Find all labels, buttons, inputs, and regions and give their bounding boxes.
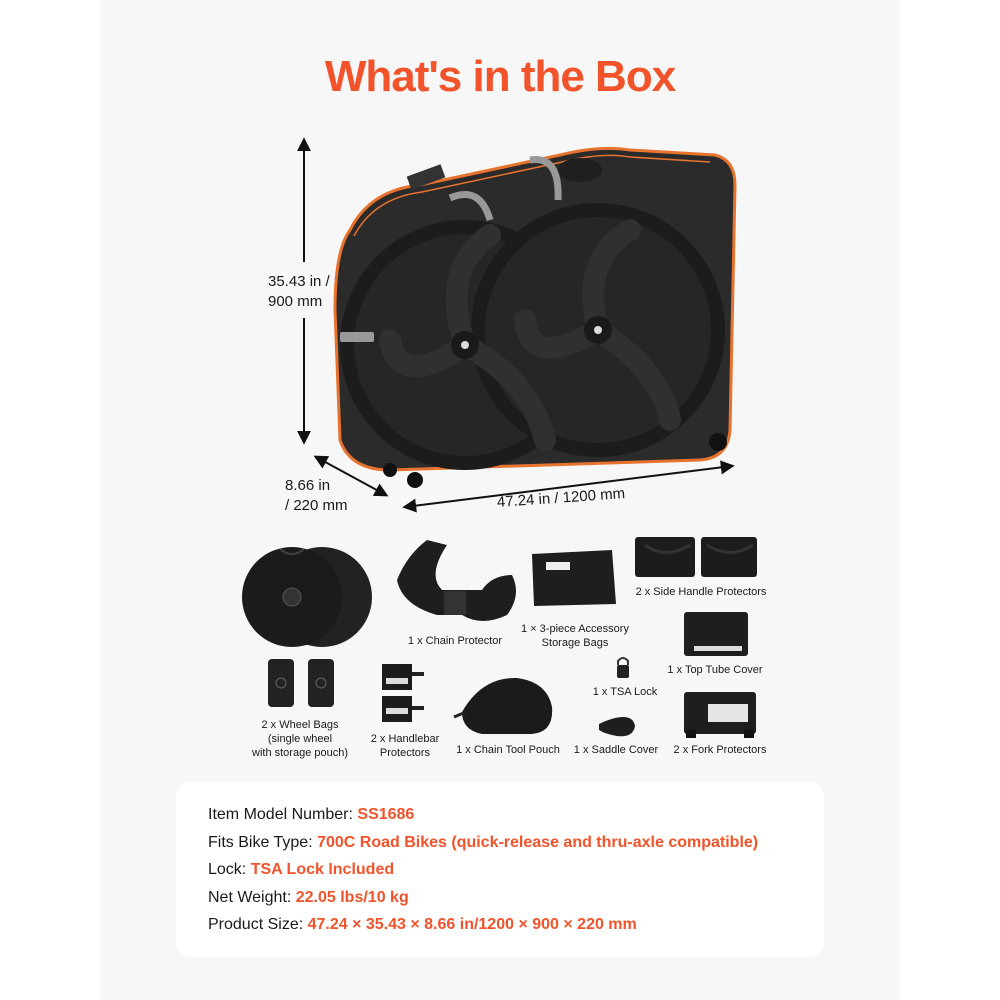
accessory-storage-bags-image <box>532 550 616 606</box>
item-label-line: 1 x Chain Protector <box>407 635 503 647</box>
item-label-line: (single wheel <box>267 733 333 745</box>
wheel-bags-image <box>242 547 372 647</box>
item-label-line: 2 x Handlebar <box>370 733 440 745</box>
item-label-line: 2 x Fork Protectors <box>673 744 767 756</box>
item-label-line: 1 x Chain Tool Pouch <box>456 744 560 756</box>
spec-value: SS1686 <box>357 806 415 823</box>
item-label-wheel-bags: 2 x Wheel Bags (single wheel with storag… <box>240 718 360 760</box>
item-label-line: Storage Bags <box>541 637 609 649</box>
spec-model-number: Item Model Number: SS1686 <box>208 805 414 825</box>
depth-dimension-in: 8.66 in <box>285 477 331 494</box>
bike-travel-case-image <box>333 146 737 488</box>
spec-label: Lock: <box>208 861 251 878</box>
spec-product-size: Product Size: 47.24 × 35.43 × 8.66 in/12… <box>208 915 637 935</box>
height-dimension: 35.43 in / 900 mm <box>268 272 330 312</box>
specifications-card: Item Model Number: SS1686 Fits Bike Type… <box>176 782 824 957</box>
item-label-accessory-storage-bags: 1 × 3-piece Accessory Storage Bags <box>510 622 640 650</box>
item-label-tsa-lock: 1 x TSA Lock <box>580 685 670 699</box>
item-label-line: with storage pouch) <box>252 747 348 759</box>
fork-protectors-image <box>684 692 756 738</box>
spec-value: 47.24 × 35.43 × 8.66 in/1200 × 900 × 220… <box>307 916 637 933</box>
item-label-line: Protectors <box>379 747 431 759</box>
saddle-cover-image <box>599 717 635 737</box>
spec-bike-type: Fits Bike Type: 700C Road Bikes (quick-r… <box>208 833 758 853</box>
item-label-fork-protectors: 2 x Fork Protectors <box>665 743 775 757</box>
spec-value: 22.05 lbs/10 kg <box>295 889 409 906</box>
height-dimension-in: 35.43 in / <box>268 273 330 290</box>
item-label-side-handle-protectors: 2 x Side Handle Protectors <box>626 585 776 599</box>
chain-protector-image <box>397 540 516 621</box>
top-tube-cover-image <box>684 612 748 656</box>
item-label-line: 1 x TSA Lock <box>592 686 658 698</box>
tsa-lock-image <box>617 657 629 678</box>
item-label-chain-tool-pouch: 1 x Chain Tool Pouch <box>448 743 568 757</box>
item-label-chain-protector: 1 x Chain Protector <box>400 634 510 648</box>
spec-value: TSA Lock Included <box>250 861 395 878</box>
height-dimension-mm: 900 mm <box>268 293 323 310</box>
handlebar-protectors-image <box>382 664 424 722</box>
item-label-line: 1 × 3-piece Accessory <box>521 623 629 635</box>
side-handle-protectors-image <box>635 537 757 577</box>
depth-dimension: 8.66 in / 220 mm <box>285 476 348 516</box>
item-label-line: 2 x Wheel Bags <box>261 719 339 731</box>
spec-label: Item Model Number: <box>208 806 358 823</box>
item-label-line: 2 x Side Handle Protectors <box>635 586 767 598</box>
page-title: What's in the Box <box>324 52 676 101</box>
wheel-storage-pouches-image <box>268 659 334 707</box>
item-label-line: 1 x Top Tube Cover <box>667 664 763 676</box>
spec-label: Fits Bike Type: <box>208 834 318 851</box>
item-label-handlebar-protectors: 2 x Handlebar Protectors <box>360 732 450 760</box>
item-label-line: 1 x Saddle Cover <box>573 744 659 756</box>
chain-tool-pouch-image <box>453 677 553 734</box>
spec-net-weight: Net Weight: 22.05 lbs/10 kg <box>208 888 409 908</box>
depth-dimension-mm: / 220 mm <box>285 497 348 514</box>
spec-label: Net Weight: <box>208 889 296 906</box>
item-label-top-tube-cover: 1 x Top Tube Cover <box>660 663 770 677</box>
spec-label: Product Size: <box>208 916 308 933</box>
spec-value: 700C Road Bikes (quick-release and thru-… <box>317 834 759 851</box>
item-label-saddle-cover: 1 x Saddle Cover <box>568 743 664 757</box>
spec-lock: Lock: TSA Lock Included <box>208 860 394 880</box>
